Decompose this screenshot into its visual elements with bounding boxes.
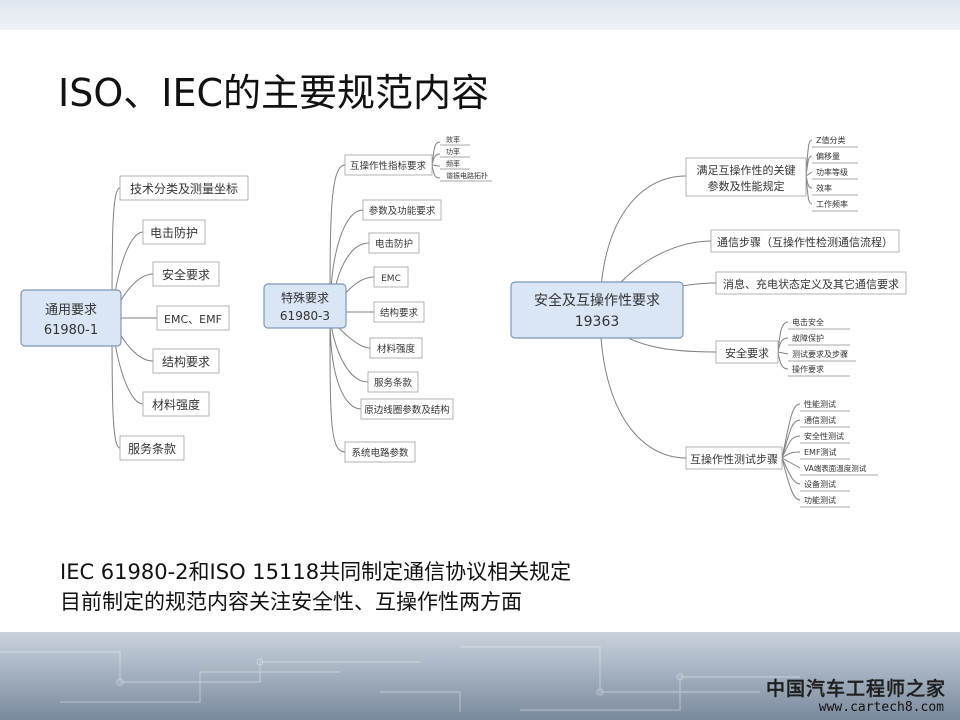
watermark-url: www.cartech8.com xyxy=(818,700,944,715)
node-label: 技术分类及测量坐标 xyxy=(130,182,238,196)
node-label: EMC xyxy=(381,274,401,284)
subnode-label: 谐振电路拓扑 xyxy=(446,171,488,180)
watermark-brand: 中国汽车工程师之家 xyxy=(765,678,946,700)
root-node-safety-interoperability xyxy=(510,281,684,339)
subnode-label: Z值分类 xyxy=(816,135,845,145)
mindmap-3: 安全及互操作性要求 19363 满足互操作性的关键 参数及性能规定 通信步骤（互… xyxy=(510,135,907,508)
subnode-label: EMF测试 xyxy=(804,447,837,457)
node-electric-shock-protection xyxy=(142,219,206,245)
node-interoperability-indicators xyxy=(344,154,433,176)
summary-line-1: IEC 61980-2和ISO 15118共同制定通信协议相关规定 xyxy=(60,560,572,584)
node-key-parameters xyxy=(685,157,807,197)
subnode-label: VA端表面温度测试 xyxy=(804,463,867,473)
node-structure-requirements xyxy=(373,301,425,323)
node-label: 系统电路参数 xyxy=(351,447,409,459)
subnode-label: 功率 xyxy=(446,147,460,156)
node-label-line1: 满足互操作性的关键 xyxy=(697,163,796,177)
subnode-label: 测试要求及步骤 xyxy=(792,349,848,359)
node-service-terms xyxy=(367,371,419,393)
footer-banner: 中国汽车工程师之家 www.cartech8.com xyxy=(0,632,960,720)
node-communication-steps xyxy=(710,229,900,253)
node-label: 服务条款 xyxy=(374,377,413,389)
mindmap-diagram: 通用要求 61980-1 技术分类及测量坐标 电击防护 安全要求 EMC、EMF… xyxy=(20,135,907,508)
subnode-label: 效率 xyxy=(816,183,832,193)
subnode-label: 通信测试 xyxy=(804,415,836,425)
node-emc xyxy=(373,266,409,288)
node-label-line2: 参数及性能规定 xyxy=(708,179,785,193)
node-label: 安全要求 xyxy=(725,346,769,360)
node-structure-requirements xyxy=(152,348,220,374)
node-label: 结构要求 xyxy=(162,354,210,369)
root-node-code: 19363 xyxy=(575,314,620,330)
node-label: 参数及功能要求 xyxy=(369,205,436,217)
subnode-label: 电击安全 xyxy=(792,317,824,327)
node-label: 电击防护 xyxy=(375,238,413,250)
slide-title: ISO、IEC的主要规范内容 xyxy=(58,71,489,115)
root-node-code: 61980-3 xyxy=(280,309,330,323)
root-node-code: 61980-1 xyxy=(44,323,98,338)
root-node-general-requirements xyxy=(20,289,122,347)
node-label: EMC、EMF xyxy=(164,313,222,326)
subnode-label: 操作要求 xyxy=(792,364,824,374)
node-emc-emf xyxy=(156,305,230,331)
top-banner xyxy=(0,0,960,30)
node-tech-classification xyxy=(119,175,249,201)
node-label: 互操作性指标要求 xyxy=(350,160,427,172)
subnode-label: 频率 xyxy=(446,159,460,168)
circuit-decoration xyxy=(0,646,800,712)
node-primary-coil xyxy=(360,398,454,420)
node-interoperability-test-steps xyxy=(685,446,783,470)
node-label: 通信步骤（互操作性检测通信流程） xyxy=(717,235,893,249)
node-label: 材料强度 xyxy=(377,343,416,355)
node-label: 互操作性测试步骤 xyxy=(690,452,778,466)
root-node-label: 安全及互操作性要求 xyxy=(534,292,660,309)
root-node-label: 特殊要求 xyxy=(281,290,329,305)
subnode-label: 功率等级 xyxy=(816,167,848,177)
node-service-terms xyxy=(119,435,185,461)
mindmap-2: 特殊要求 61980-3 互操作性指标要求 参数及功能要求 电击防护 EMC 结… xyxy=(263,135,492,463)
node-label: 服务条款 xyxy=(128,441,176,456)
root-node-special-requirements xyxy=(263,283,347,329)
node-electric-shock-protection xyxy=(368,232,420,254)
subnode-label: 偏移量 xyxy=(816,151,840,161)
mindmap-1: 通用要求 61980-1 技术分类及测量坐标 电击防护 安全要求 EMC、EMF… xyxy=(20,175,249,461)
node-label: 消息、充电状态定义及其它通信要求 xyxy=(723,277,899,291)
node-safety-requirements xyxy=(152,261,220,287)
node-label: 结构要求 xyxy=(380,307,419,319)
node-label: 原边线圈参数及结构 xyxy=(364,404,450,416)
node-parameters-functions xyxy=(362,199,442,221)
node-material-strength xyxy=(142,391,210,417)
node-label: 安全要求 xyxy=(162,267,210,282)
subnode-label: 工作频率 xyxy=(816,199,848,209)
subnode-label: 设备测试 xyxy=(804,479,836,489)
summary-text: IEC 61980-2和ISO 15118共同制定通信协议相关规定 目前制定的规… xyxy=(60,557,571,617)
node-system-circuit xyxy=(344,441,416,463)
root-node-label: 通用要求 xyxy=(45,303,97,318)
node-material-strength xyxy=(369,337,423,359)
subnode-label: 安全性测试 xyxy=(804,431,844,441)
node-safety-requirements xyxy=(715,340,779,364)
node-message-definitions xyxy=(715,271,907,295)
subnode-label: 效率 xyxy=(446,135,460,144)
subnode-label: 故障保护 xyxy=(792,333,824,343)
subnode-label: 性能测试 xyxy=(804,399,836,409)
subnode-label: 功能测试 xyxy=(804,495,836,505)
summary-line-2: 目前制定的规范内容关注安全性、互操作性两方面 xyxy=(60,590,522,614)
node-label: 电击防护 xyxy=(150,225,198,240)
node-label: 材料强度 xyxy=(152,397,200,412)
